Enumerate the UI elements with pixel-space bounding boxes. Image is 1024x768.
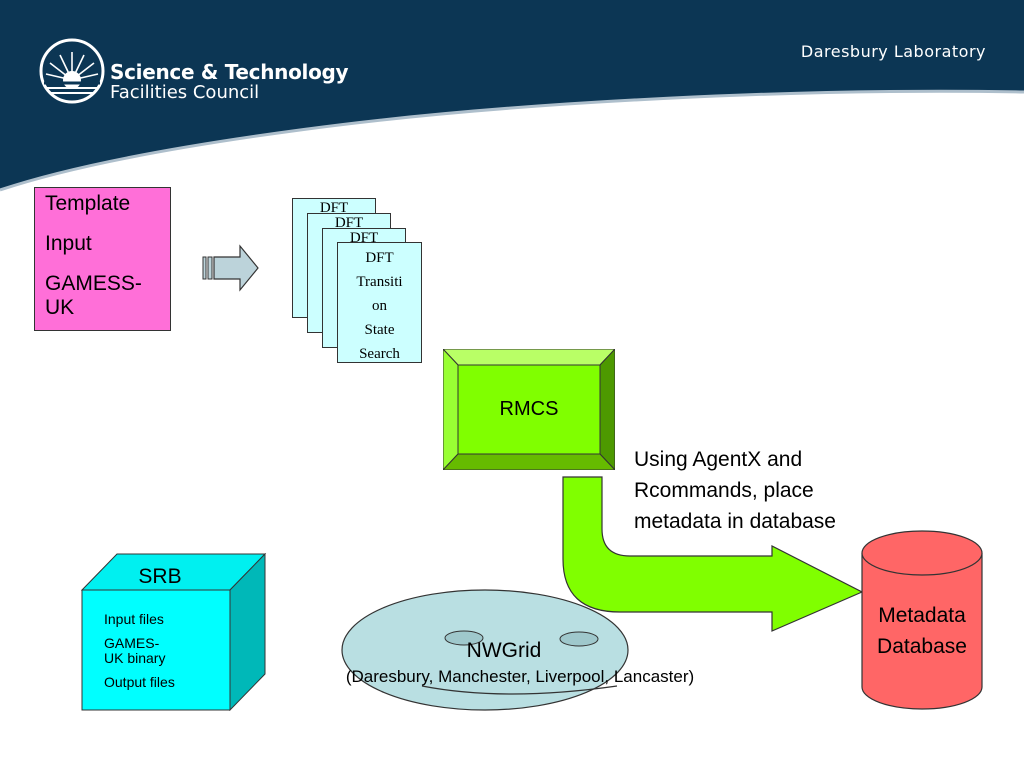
nwgrid-ellipse <box>341 589 629 711</box>
db-line: Metadata <box>878 604 966 627</box>
note-line: metadata in database <box>634 510 836 533</box>
dft-document-front: DFT Transiti on State Search <box>337 242 422 363</box>
srb-box <box>81 553 267 711</box>
left-eye-icon <box>444 630 484 646</box>
note-line: Using AgentX and <box>634 448 803 471</box>
rmcs-label: RMCS <box>499 398 559 420</box>
curved-arrow-icon <box>562 476 864 632</box>
right-arrow-icon <box>202 244 259 292</box>
template-line: Template <box>45 192 131 215</box>
metadata-database-label: Metadata Database <box>862 600 982 662</box>
agentx-note: Using AgentX and Rcommands, place metada… <box>634 444 894 537</box>
template-line: GAMESS- <box>45 272 142 295</box>
nwgrid-title: NWGrid <box>466 639 542 662</box>
database-cylinder-icon <box>861 530 983 710</box>
org-name-line1: Science & Technology <box>110 60 349 84</box>
note-line: Rcommands, place <box>634 479 814 502</box>
rmcs-box <box>443 349 615 470</box>
nwgrid-sites: (Daresbury, Manchester, Liverpool, Lanca… <box>345 667 695 686</box>
srb-file-item: GAMES- <box>104 635 160 651</box>
template-input-box: Template Input GAMESS- UK <box>34 187 171 331</box>
lab-name: Daresbury Laboratory <box>800 42 986 61</box>
srb-file-item: Output files <box>104 674 175 690</box>
template-line: Input <box>45 232 92 255</box>
srb-title: SRB <box>138 565 182 588</box>
stfc-logo-icon <box>39 38 105 104</box>
srb-file-item: UK binary <box>104 650 166 666</box>
header-banner <box>0 0 1024 192</box>
right-eye-icon <box>559 631 599 647</box>
org-name-line2: Facilities Council <box>110 82 260 103</box>
srb-file-list: Input files GAMES- UK binary Output file… <box>104 612 175 690</box>
db-line: Database <box>877 635 967 658</box>
srb-file-item: Input files <box>104 611 164 627</box>
template-line: UK <box>45 296 75 319</box>
smile-icon <box>421 685 618 695</box>
